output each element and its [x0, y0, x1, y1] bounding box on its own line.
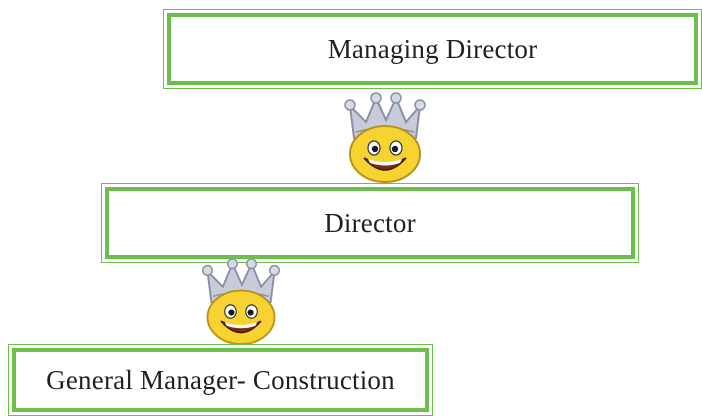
director-box: Director — [101, 183, 639, 263]
general-manager-label: General Manager- Construction — [46, 364, 395, 395]
managing-director-label: Managing Director — [327, 33, 538, 64]
crowned-smiley-icon — [197, 258, 285, 346]
smiley-face — [206, 289, 276, 346]
smiley-face — [349, 125, 421, 183]
crown-icon — [202, 258, 280, 303]
general-manager-box: General Manager- Construction — [8, 344, 433, 416]
director-label: Director — [324, 207, 416, 238]
crown-icon — [344, 92, 426, 139]
managing-director-box: Managing Director — [163, 9, 702, 89]
crowned-smiley-icon — [340, 92, 430, 184]
